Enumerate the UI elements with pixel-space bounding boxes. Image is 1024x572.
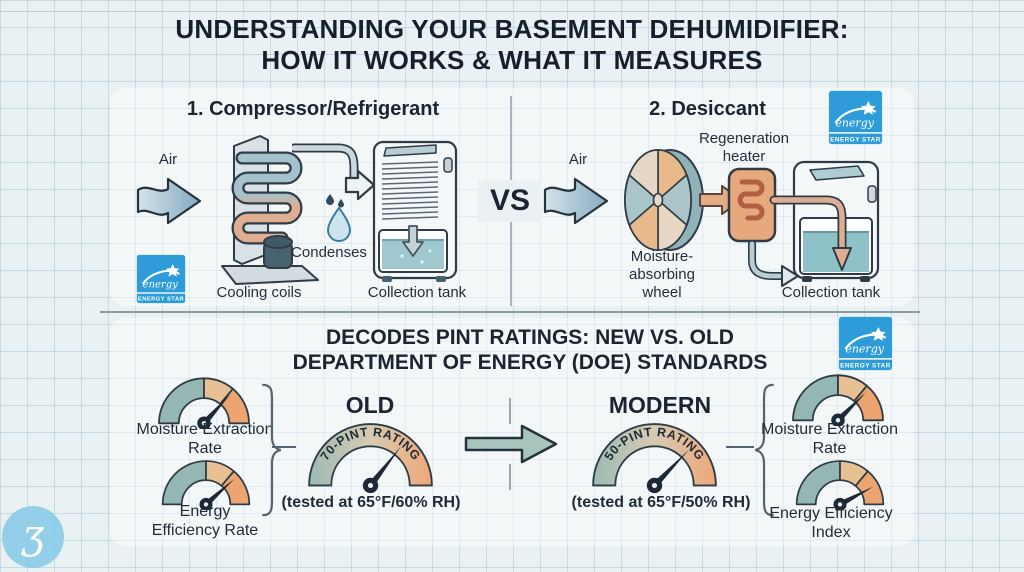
old-to-modern-arrow-icon bbox=[464, 424, 558, 464]
regeneration-heater-label: Regeneration heater bbox=[692, 130, 796, 166]
page-title-line2: HOW IT WORKS & WHAT IT MEASURES bbox=[261, 45, 763, 75]
energy-script-text: energy bbox=[143, 279, 178, 290]
air-arrow-left-icon bbox=[136, 177, 202, 225]
air-label-right: Air bbox=[568, 151, 588, 168]
regen-label-line2: heater bbox=[722, 148, 766, 165]
page-title: UNDERSTANDING YOUR BASEMENT DEHUMIDIFIER… bbox=[102, 14, 922, 76]
compressor-heading: 1. Compressor/Refrigerant bbox=[186, 98, 440, 120]
energy-script-text: energy bbox=[845, 343, 884, 356]
energy-star-icon: energy ENERGY STAR bbox=[838, 316, 893, 371]
label-moisture-extraction-left: Moisture Extraction Rate bbox=[120, 420, 290, 458]
modern-tested-text: (tested at 65°F/50% RH) bbox=[571, 494, 751, 511]
gauge-energy-efficiency-index bbox=[795, 460, 885, 510]
pint-ratings-heading-line2: DEPARTMENT OF ENERGY (DOE) STANDARDS bbox=[292, 351, 768, 374]
left-brace bbox=[262, 383, 281, 517]
moisture-wheel-label: Moisture- absorbing wheel bbox=[604, 248, 720, 302]
water-drops-icon bbox=[326, 194, 352, 242]
collection-tank-label-left: Collection tank bbox=[367, 284, 467, 301]
wheel-label-line3: wheel bbox=[642, 284, 682, 301]
label-line1: Moisture Extraction bbox=[761, 421, 898, 438]
label-line2: Index bbox=[811, 524, 851, 541]
right-brace bbox=[755, 383, 774, 517]
label-moisture-extraction-right: Moisture Extraction Rate bbox=[752, 420, 907, 458]
energy-star-logo-left: energy ENERGY STAR bbox=[136, 254, 186, 309]
gauge-energy-efficiency-left bbox=[161, 460, 251, 510]
label-energy-efficiency-rate: Energy Efficiency Rate bbox=[130, 502, 280, 540]
bottom-panel-bg bbox=[110, 318, 914, 546]
label-line1: Energy Efficiency bbox=[769, 505, 893, 522]
energy-star-logo-top-right: energy ENERGY STAR bbox=[828, 90, 883, 150]
old-tested-text: (tested at 65°F/60% RH) bbox=[281, 494, 461, 511]
page-title-line1: UNDERSTANDING YOUR BASEMENT DEHUMIDIFIER… bbox=[175, 14, 849, 44]
energy-star-text: ENERGY STAR bbox=[840, 362, 891, 369]
wheel-label-line1: Moisture- bbox=[630, 248, 694, 265]
collection-tank-unit-icon bbox=[792, 160, 880, 282]
heater-pipes-icon bbox=[748, 195, 852, 287]
desiccant-wheel-icon bbox=[624, 149, 704, 251]
air-label-left: Air bbox=[158, 151, 178, 168]
wheel-label-line2: absorbing bbox=[629, 266, 695, 283]
desiccant-heading: 2. Desiccant bbox=[649, 98, 766, 120]
label-line1: Energy bbox=[179, 503, 231, 520]
bottom-divider-top bbox=[509, 398, 511, 424]
gauge-50-pint: 50-PINT RATING bbox=[592, 423, 717, 494]
label-line2: Rate bbox=[188, 440, 222, 457]
right-connector-line bbox=[726, 446, 754, 448]
energy-star-text: ENERGY STAR bbox=[830, 136, 881, 143]
top-rule bbox=[0, 11, 1024, 12]
gauge-moisture-extraction-left bbox=[158, 377, 250, 429]
pint-ratings-heading-line1: DECODES PINT RATINGS: NEW VS. OLD bbox=[326, 326, 734, 349]
energy-star-logo-bottom: energy ENERGY STAR bbox=[838, 316, 893, 376]
gauge-moisture-extraction-right bbox=[792, 374, 884, 426]
section-divider bbox=[100, 311, 920, 313]
regen-label-line1: Regeneration bbox=[698, 130, 790, 147]
cooling-coils-label: Cooling coils bbox=[216, 284, 302, 301]
bottom-divider-bottom bbox=[509, 464, 511, 490]
cooling-coils-icon bbox=[221, 135, 319, 285]
coil-outlet-pipe-icon bbox=[292, 143, 376, 201]
regeneration-heater-icon bbox=[727, 167, 777, 243]
label-line1: Moisture Extraction bbox=[136, 421, 274, 438]
modern-label: MODERN bbox=[608, 392, 712, 418]
energy-script-text: energy bbox=[835, 117, 874, 130]
energy-star-icon: energy ENERGY STAR bbox=[136, 254, 186, 304]
energy-star-text: ENERGY STAR bbox=[138, 297, 185, 303]
condenses-label: Condenses bbox=[291, 244, 367, 261]
label-line2: Efficiency Rate bbox=[151, 522, 259, 539]
left-connector-line bbox=[272, 446, 296, 448]
vs-label: VS bbox=[478, 180, 542, 222]
watermark-logo: ʒ bbox=[2, 506, 64, 568]
collection-tank-label-right: Collection tank bbox=[781, 284, 881, 301]
air-arrow-right-icon bbox=[543, 177, 609, 225]
label-line2: Rate bbox=[812, 440, 847, 457]
gauge-70-pint: 70-PINT RATING bbox=[308, 423, 433, 494]
energy-star-icon: energy ENERGY STAR bbox=[828, 90, 883, 145]
label-energy-efficiency-index: Energy Efficiency Index bbox=[756, 504, 906, 542]
old-label: OLD bbox=[345, 392, 395, 418]
dehumidifier-unit-icon bbox=[372, 140, 458, 282]
